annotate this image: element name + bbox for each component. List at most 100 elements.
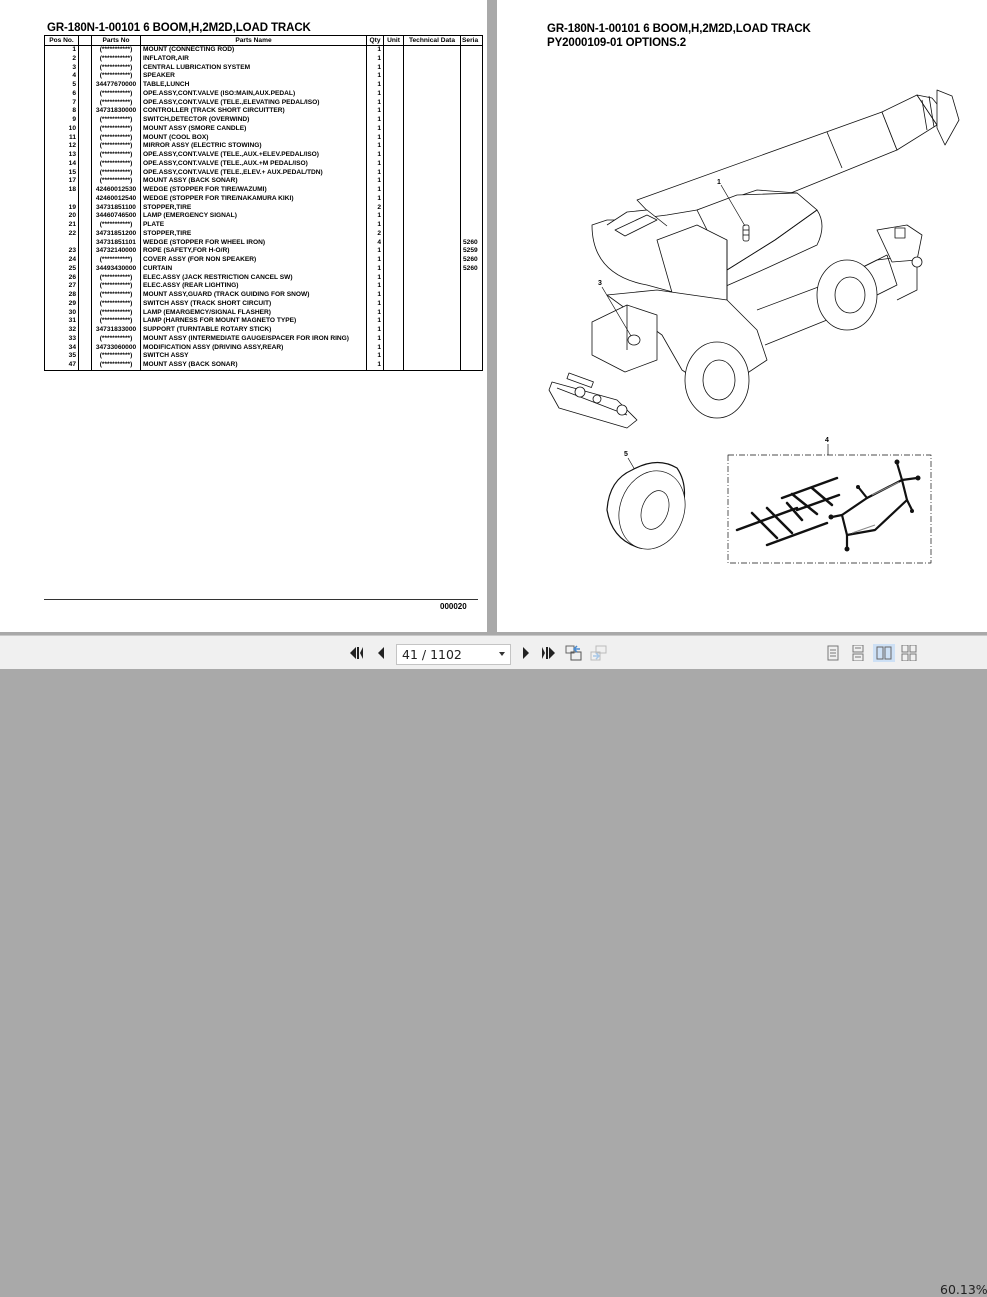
parts-name-cell: SWITCH ASSY <box>140 352 367 361</box>
qty-cell: 1 <box>366 308 384 318</box>
qty-cell: 1 <box>366 194 384 204</box>
pos-cell <box>44 194 79 204</box>
pos-cell: 29 <box>44 299 79 309</box>
qty-cell: 1 <box>366 299 384 309</box>
continuous-facing-view-button[interactable] <box>900 644 918 662</box>
technical-data-cell <box>403 45 461 55</box>
unit-cell <box>383 308 404 318</box>
qty-cell: 1 <box>366 326 384 335</box>
qty-cell: 1 <box>366 361 384 371</box>
next-page-button[interactable] <box>517 644 535 662</box>
unit-cell <box>383 299 404 309</box>
go-forward-view-button[interactable] <box>590 644 608 662</box>
go-back-view-button[interactable] <box>565 644 583 662</box>
qty-cell: 1 <box>366 334 384 344</box>
blank-cell <box>78 177 92 186</box>
parts-no-cell: (***********) <box>91 89 141 99</box>
pos-cell: 9 <box>44 116 79 125</box>
parts-no-cell: (***********) <box>91 142 141 151</box>
col-header-unit: Unit <box>383 35 404 46</box>
qty-cell: 1 <box>366 317 384 326</box>
pos-cell: 33 <box>44 334 79 344</box>
table-row: 28(***********)MOUNT ASSY,GUARD (TRACK G… <box>44 291 483 300</box>
serial-cell <box>460 63 483 73</box>
pos-cell: 8 <box>44 107 79 116</box>
parts-name-cell: MOUNT ASSY (INTERMEDIATE GAUGE/SPACER FO… <box>140 334 367 344</box>
parts-name-cell: MOUNT ASSY (SMORE CANDLE) <box>140 124 367 134</box>
parts-name-cell: OPE.ASSY,CONT.VALVE (ISO:MAIN,AUX.PEDAL) <box>140 89 367 99</box>
qty-cell: 1 <box>366 72 384 81</box>
serial-cell <box>460 212 483 221</box>
technical-data-cell <box>403 54 461 64</box>
pos-cell: 34 <box>44 343 79 353</box>
blank-cell <box>78 45 92 55</box>
continuous-view-button[interactable] <box>849 644 867 662</box>
blank-cell <box>78 98 92 108</box>
parts-no-cell: (***********) <box>91 334 141 344</box>
technical-data-cell <box>403 98 461 108</box>
prev-page-button[interactable] <box>372 644 390 662</box>
serial-cell <box>460 107 483 116</box>
continuous-page-icon <box>852 645 864 661</box>
pos-cell: 5 <box>44 81 79 90</box>
qty-cell: 1 <box>366 352 384 361</box>
facing-pages-view-button[interactable] <box>873 644 895 662</box>
footer-rule <box>44 599 478 600</box>
last-page-button[interactable] <box>540 644 558 662</box>
zoom-level[interactable]: 60.13% <box>940 1282 987 1297</box>
parts-no-cell: (***********) <box>91 317 141 326</box>
parts-no-cell: (***********) <box>91 133 141 143</box>
serial-cell <box>460 352 483 361</box>
technical-data-cell <box>403 282 461 291</box>
blank-cell <box>78 273 92 283</box>
serial-cell <box>460 317 483 326</box>
unit-cell <box>383 98 404 108</box>
first-page-button[interactable] <box>347 644 365 662</box>
blank-cell <box>78 203 92 213</box>
page-number-dropdown[interactable]: 41 / 1102 <box>396 644 511 665</box>
parts-name-cell: MOUNT ASSY (BACK SONAR) <box>140 177 367 186</box>
pos-cell: 15 <box>44 168 79 178</box>
serial-cell <box>460 98 483 108</box>
qty-cell: 1 <box>366 264 384 274</box>
table-row: 29(***********)SWITCH ASSY (TRACK SHORT … <box>44 299 483 309</box>
parts-no-cell: 34460746500 <box>91 212 141 221</box>
parts-name-cell: SUPPORT (TURNTABLE ROTARY STICK) <box>140 326 367 335</box>
qty-cell: 1 <box>366 168 384 178</box>
parts-no-cell: 34477670000 <box>91 81 141 90</box>
unit-cell <box>383 89 404 99</box>
technical-data-cell <box>403 116 461 125</box>
technical-data-cell <box>403 256 461 265</box>
blank-cell <box>78 63 92 73</box>
parts-no-cell: (***********) <box>91 299 141 309</box>
parts-no-cell: (***********) <box>91 98 141 108</box>
technical-data-cell <box>403 142 461 151</box>
blank-cell <box>78 221 92 230</box>
qty-cell: 1 <box>366 159 384 169</box>
parts-no-cell: (***********) <box>91 116 141 125</box>
unit-cell <box>383 221 404 230</box>
page-indicator: 41 / 1102 <box>402 647 462 662</box>
single-page-view-button[interactable] <box>824 644 842 662</box>
serial-cell <box>460 229 483 239</box>
page-code: 000020 <box>440 602 467 611</box>
pos-cell: 21 <box>44 221 79 230</box>
parts-name-cell: MOUNT (CONNECTING ROD) <box>140 45 367 55</box>
technical-data-cell <box>403 63 461 73</box>
document-viewport[interactable]: GR-180N-1-00101 6 BOOM,H,2M2D,LOAD TRACK… <box>0 0 987 635</box>
qty-cell: 1 <box>366 151 384 160</box>
track-kit-drawing: 4 <box>727 437 932 564</box>
pos-cell: 12 <box>44 142 79 151</box>
parts-name-cell: OPE.ASSY,CONT.VALVE (TELE.,ELEVATING PED… <box>140 98 367 108</box>
qty-cell: 1 <box>366 177 384 186</box>
col-header-blank <box>78 35 92 46</box>
parts-name-cell: STOPPER,TIRE <box>140 229 367 239</box>
parts-table: Pos No. Parts No Parts Name Qty Unit Tec… <box>44 35 483 371</box>
parts-no-cell: 34731851101 <box>91 238 141 248</box>
blank-cell <box>78 168 92 178</box>
crane-parts-illustration: 1 3 5 4 <box>548 89 960 564</box>
qty-cell: 1 <box>366 273 384 283</box>
qty-cell: 1 <box>366 54 384 64</box>
serial-cell <box>460 326 483 335</box>
